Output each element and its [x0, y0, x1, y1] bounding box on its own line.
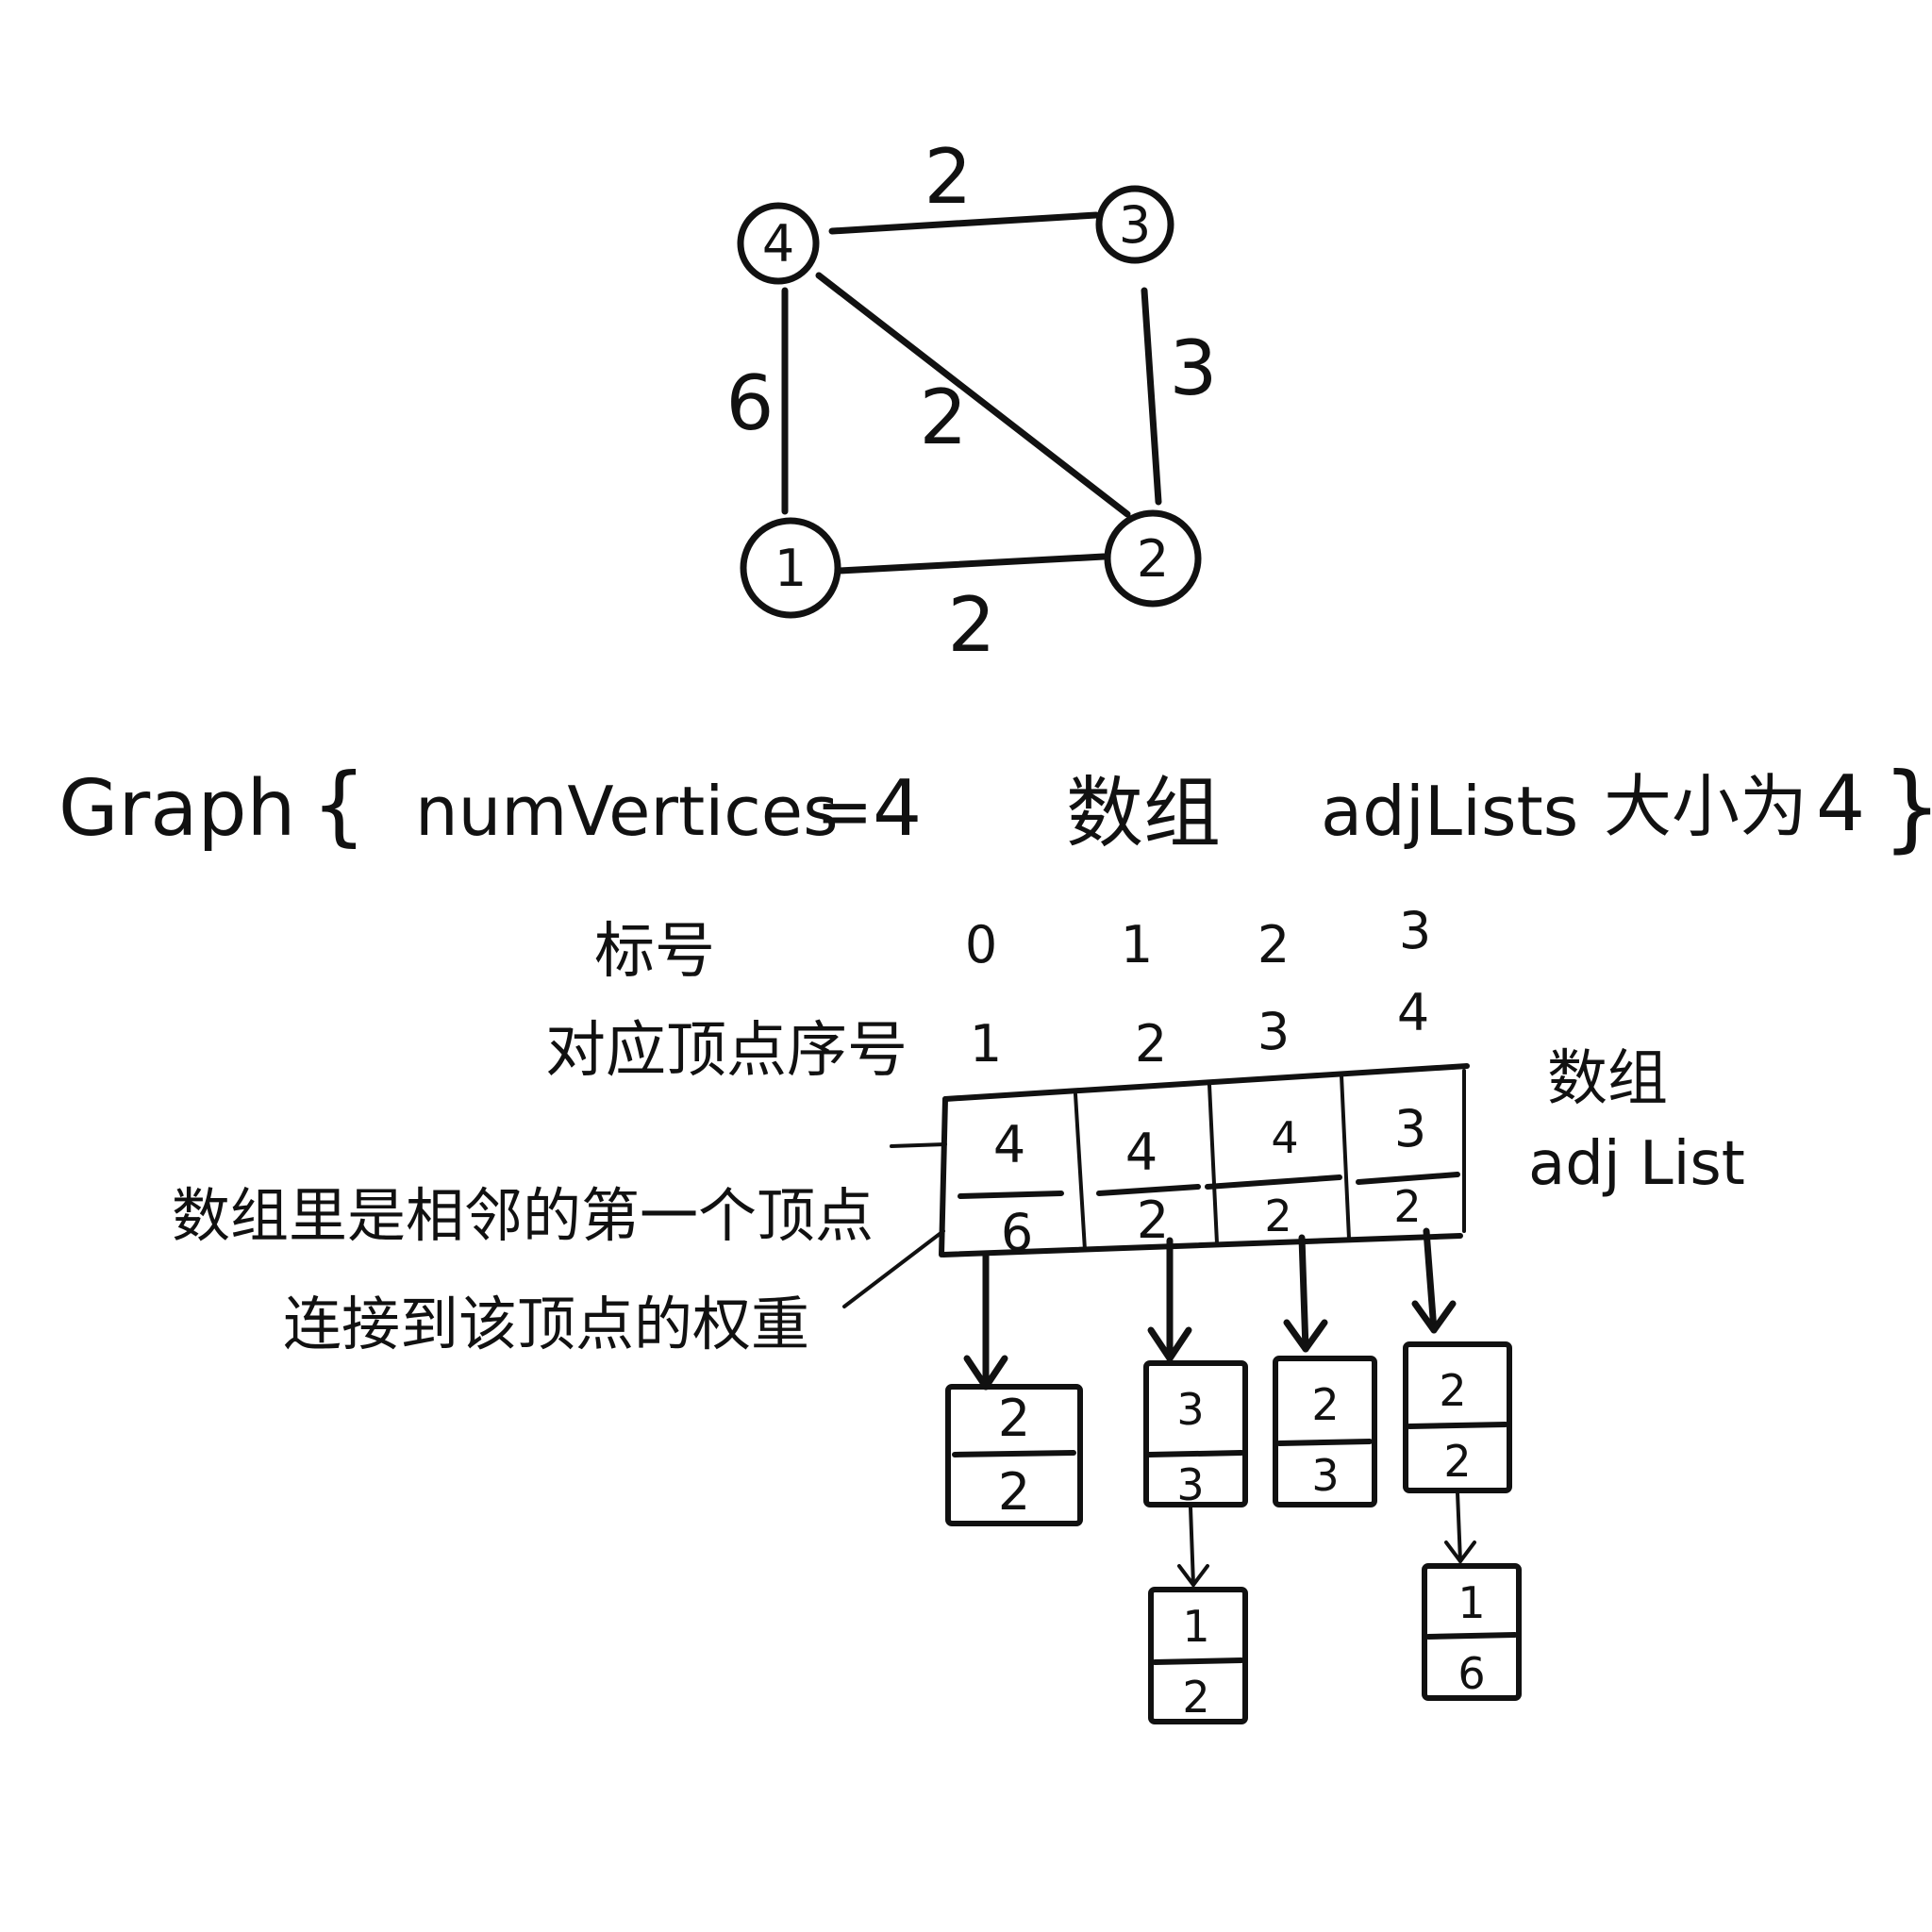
edge-weight-3-2: 3	[1170, 325, 1218, 412]
list-node: 2 2	[1403, 1341, 1512, 1493]
index-row: 标号 0 1 2 3	[594, 901, 1431, 987]
size-label-cn: 大小为	[1604, 767, 1807, 846]
array-cell-weight: 2	[1393, 1181, 1421, 1232]
list-node-vertex: 3	[1176, 1384, 1204, 1435]
annotation-first-vertex: 数组里是相邻的第一个顶点	[172, 1142, 947, 1250]
list-node-weight: 6	[1457, 1648, 1485, 1699]
node-label: 1	[774, 539, 807, 598]
edge-4-3	[828, 211, 1100, 235]
adj-list-label-cn: 数组	[1547, 1044, 1668, 1114]
list-node-weight: 3	[1311, 1450, 1339, 1501]
vertex-number-1: 2	[1135, 1014, 1167, 1074]
vertex-row: 对应顶点序号 1 2 3 4	[545, 983, 1429, 1086]
index-1: 1	[1121, 915, 1153, 974]
vertex-number-0: 1	[970, 1014, 1002, 1074]
annotation-weight-text: 连接到该顶点的权重	[283, 1290, 809, 1358]
array-cell-vertex: 3	[1394, 1099, 1426, 1158]
arrow-down-icon	[1411, 1227, 1457, 1334]
list-chain-2: 2 3	[1273, 1356, 1377, 1507]
vertex-number-3: 4	[1397, 983, 1429, 1042]
edge-weight-4-2: 2	[920, 374, 968, 461]
edge-3-2	[1141, 287, 1162, 506]
arrow-down-icon	[1283, 1234, 1328, 1353]
vertex-row-label: 对应顶点序号	[545, 1016, 908, 1086]
list-node-vertex: 2	[998, 1389, 1030, 1448]
adj-array-table: 4 6 4 2 4 2 3 2	[939, 1063, 1470, 1262]
list-chain-3: 2 2 1 6	[1403, 1341, 1522, 1701]
edge-1-2	[836, 553, 1108, 575]
graph-keyword: Graph	[58, 764, 296, 854]
adj-list-label-en: adj List	[1528, 1129, 1745, 1199]
annotation-first-vertex-text: 数组里是相邻的第一个顶点	[172, 1181, 874, 1250]
list-node-vertex: 1	[1457, 1577, 1485, 1628]
array-cell-vertex: 4	[993, 1115, 1025, 1174]
adj-lists-field: adjLists	[1321, 772, 1578, 851]
list-node-vertex: 1	[1182, 1601, 1209, 1652]
size-value: 4	[1816, 759, 1865, 849]
list-node-vertex: 2	[1439, 1365, 1466, 1416]
graph-drawing: 2 6 2 3 2 4 3 1 2	[726, 133, 1218, 669]
num-vertices-field: numVertices	[415, 772, 839, 851]
arrow-down-icon	[963, 1251, 1008, 1391]
vertex-number-2: 3	[1257, 1002, 1290, 1061]
array-cell-weight: 2	[1137, 1191, 1169, 1250]
open-brace: {	[311, 755, 367, 856]
index-0: 0	[965, 915, 997, 974]
edge-weight-1-2: 2	[948, 581, 996, 669]
array-label-cn: 数组	[1066, 769, 1221, 858]
array-cell-1: 4 2	[1096, 1123, 1201, 1250]
index-row-label: 标号	[594, 917, 715, 987]
graph-node-1: 1	[740, 517, 841, 619]
list-node-vertex: 2	[1311, 1379, 1339, 1430]
index-2: 2	[1257, 915, 1290, 974]
list-node: 1 6	[1422, 1563, 1522, 1701]
equals-sign: =	[816, 772, 873, 851]
list-node-weight: 2	[1443, 1436, 1471, 1487]
list-node: 1 2	[1148, 1587, 1248, 1724]
list-node: 3 3	[1143, 1360, 1248, 1510]
list-node: 2 3	[1273, 1356, 1377, 1507]
arrow-down-icon	[1177, 1506, 1209, 1587]
list-node: 2 2	[945, 1384, 1083, 1526]
edge-weight-4-1: 6	[726, 359, 774, 447]
num-vertices-value: 4	[873, 764, 922, 854]
adj-list-label: 数组 adj List	[1528, 1044, 1745, 1199]
list-node-weight: 2	[1182, 1672, 1209, 1723]
list-chain-0: 2 2	[945, 1384, 1083, 1526]
graph-node-3: 3	[1095, 185, 1174, 264]
array-cell-weight: 2	[1264, 1191, 1291, 1241]
edge-weight-4-3: 2	[924, 133, 973, 221]
array-cell-2: 4 2	[1205, 1112, 1342, 1241]
graph-node-4: 4	[737, 202, 820, 285]
graph-node-2: 2	[1104, 509, 1202, 608]
array-cell-3: 3 2	[1356, 1099, 1460, 1232]
annotation-weight: 连接到该顶点的权重	[283, 1229, 945, 1358]
array-cell-vertex: 4	[1125, 1123, 1158, 1182]
list-node-weight: 2	[998, 1462, 1030, 1522]
array-cell-vertex: 4	[1271, 1112, 1298, 1163]
close-brace: }	[1882, 752, 1932, 862]
array-cell-0: 4 6	[958, 1115, 1064, 1262]
graph-struct-line: Graph { numVertices = 4 数组 adjLists 大小为 …	[58, 752, 1932, 862]
node-label: 3	[1119, 195, 1151, 255]
node-label: 4	[762, 214, 794, 274]
array-cell-weight: 6	[1001, 1203, 1033, 1262]
node-label: 2	[1137, 529, 1169, 589]
edge-4-2	[815, 272, 1131, 518]
index-3: 3	[1399, 901, 1431, 960]
arrow-down-icon	[1147, 1237, 1192, 1362]
list-node-weight: 3	[1176, 1459, 1204, 1510]
arrow-down-icon	[1444, 1491, 1476, 1563]
list-chain-1: 3 3 1 2	[1143, 1360, 1248, 1724]
